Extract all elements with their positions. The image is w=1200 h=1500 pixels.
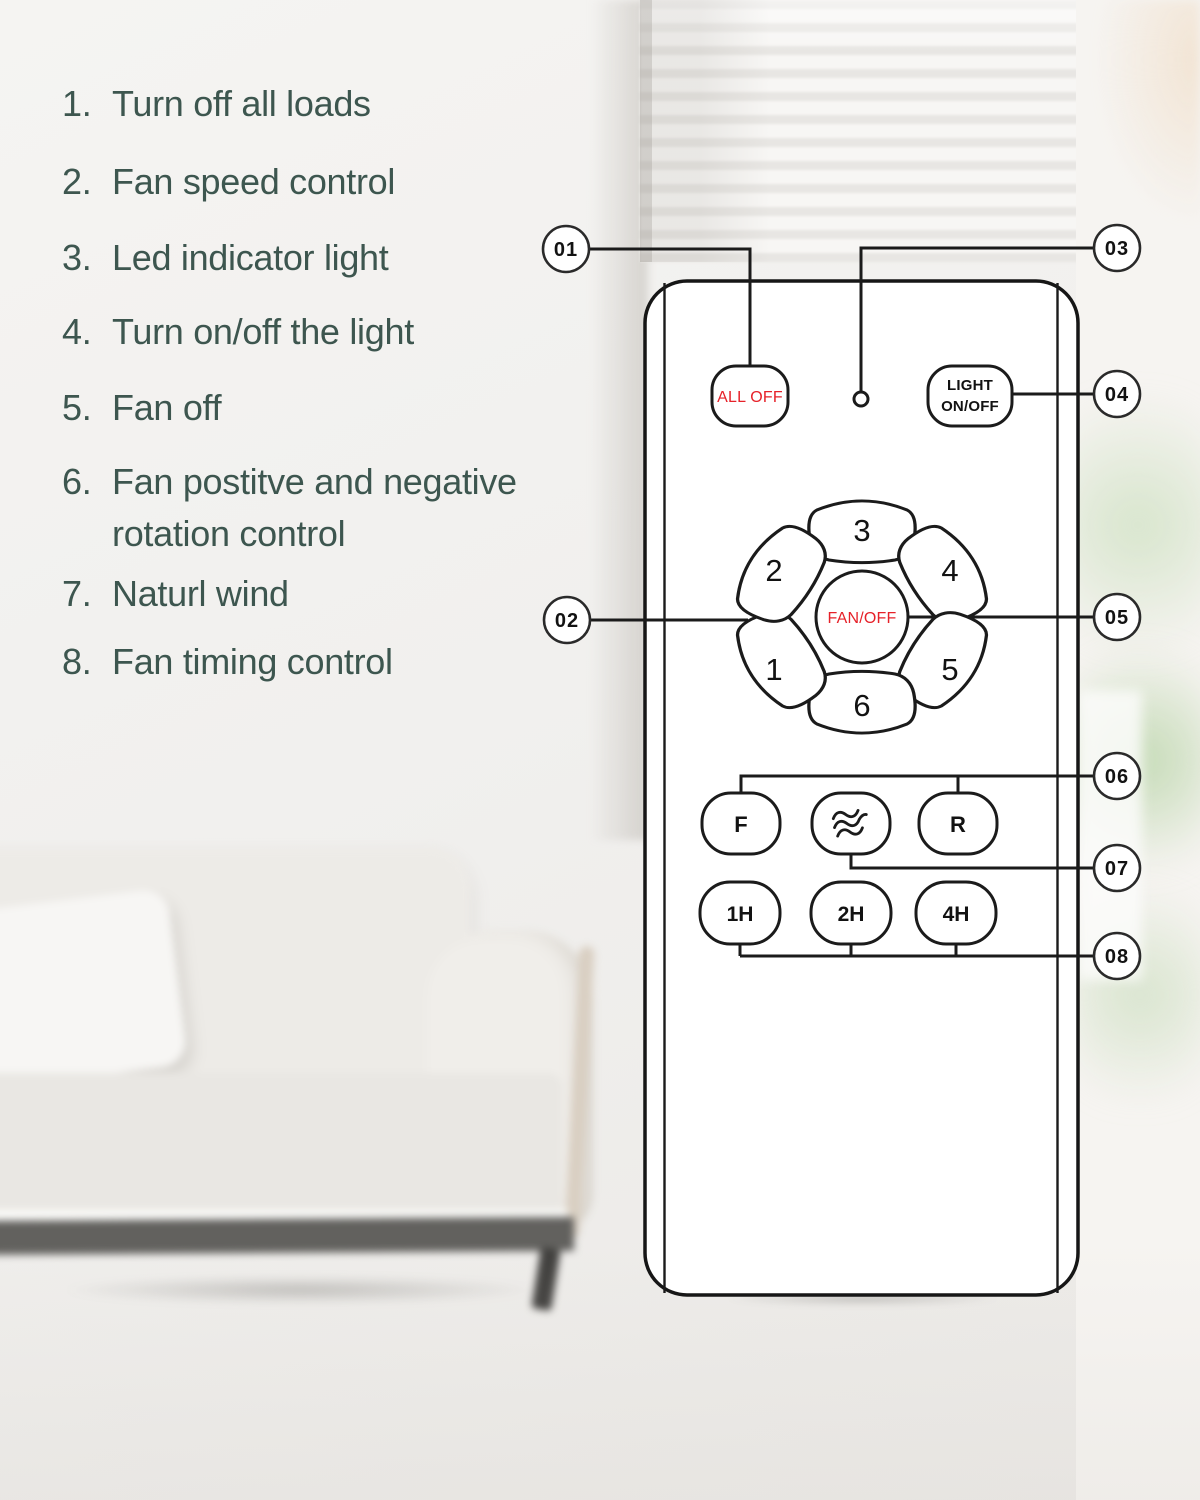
callout-line-03	[859, 246, 1094, 391]
fan-speed-cluster: FAN/OFF	[735, 499, 989, 735]
feature-text: Led indicator light	[112, 237, 389, 278]
callout-badge-01: 01	[541, 224, 591, 274]
fan-forward-button	[700, 791, 782, 856]
feature-number: 1.	[62, 83, 92, 124]
timer-1h-button	[698, 880, 782, 946]
feature-item-5: 5. Fan off	[62, 382, 222, 434]
callout-line-01	[589, 247, 752, 366]
feature-number: 7.	[62, 573, 92, 614]
feature-text: Fan postitve and negative rotation contr…	[112, 461, 517, 555]
feature-number: 2.	[62, 161, 92, 202]
feature-number: 5.	[62, 387, 92, 428]
led-indicator-icon	[852, 390, 870, 408]
callout-badge-05: 05	[1092, 592, 1142, 642]
feature-number: 4.	[62, 311, 92, 352]
light-on-off-label-line2: ON/OFF	[941, 398, 999, 415]
light-on-off-label-line1: LIGHT	[947, 377, 993, 394]
natural-wind-button	[810, 791, 892, 856]
feature-item-4: 4. Turn on/off the light	[62, 306, 414, 358]
speed-label-6: 6	[853, 688, 870, 723]
wave-icon	[831, 809, 868, 838]
all-off-button	[710, 364, 790, 428]
speed-label-3: 3	[853, 513, 870, 548]
sofa-piping	[0, 1210, 568, 1220]
speed-button-6	[807, 669, 917, 735]
callout-badge-04: 04	[1092, 369, 1142, 419]
callout-line-06	[739, 774, 1094, 794]
sofa-shadow	[0, 1270, 630, 1310]
callout-badge-03: 03	[1092, 223, 1142, 273]
sofa-seat-cushion	[0, 1073, 562, 1213]
feature-item-1: 1. Turn off all loads	[62, 78, 371, 130]
feature-text: Turn on/off the light	[112, 311, 414, 352]
timer-4h-label: 4H	[943, 903, 970, 926]
feature-number: 6.	[62, 461, 92, 502]
feature-item-3: 3. Led indicator light	[62, 232, 389, 284]
feature-text: Naturl wind	[112, 573, 289, 614]
callout-number: 06	[1105, 766, 1129, 788]
speed-label-2: 2	[765, 553, 782, 588]
callout-line-07	[849, 853, 1094, 870]
sofa	[0, 818, 680, 1338]
timer-2h-button	[809, 880, 893, 946]
fan-reverse-label: R	[950, 812, 966, 837]
feature-item-6: 6. Fan postitve and negative rotation con…	[62, 456, 517, 560]
callout-number: 05	[1105, 607, 1129, 629]
callout-badge-07: 07	[1092, 843, 1142, 893]
callout-badge-02: 02	[542, 595, 592, 645]
fan-reverse-button	[917, 791, 999, 856]
speed-button-2	[735, 524, 827, 623]
callout-number: 07	[1105, 858, 1129, 880]
callout-number: 02	[555, 610, 579, 632]
window-blinds-shading	[640, 0, 1078, 262]
remote-body	[643, 279, 1080, 1297]
speed-label-4: 4	[941, 553, 958, 588]
speed-label-5: 5	[941, 652, 958, 687]
timer-1h-label: 1H	[727, 903, 754, 926]
feature-text: Fan off	[112, 387, 222, 428]
window-frame	[1078, 690, 1142, 980]
callout-badge-06: 06	[1092, 751, 1142, 801]
callout-number: 01	[554, 239, 578, 261]
callout-number: 03	[1105, 238, 1129, 260]
speed-label-1: 1	[765, 652, 782, 687]
fan-off-label: FAN/OFF	[828, 610, 897, 627]
fan-off-button	[814, 569, 910, 665]
feature-text: Fan speed control	[112, 161, 396, 202]
callout-number: 04	[1105, 384, 1129, 406]
speed-button-1	[735, 611, 827, 710]
feature-text: Turn off all loads	[112, 83, 371, 124]
feature-item-7: 7. Naturl wind	[62, 568, 289, 620]
callout-badge-08: 08	[1092, 931, 1142, 981]
fan-forward-label: F	[734, 812, 747, 837]
callout-line-08	[738, 943, 1094, 958]
feature-text: Fan timing control	[112, 641, 393, 682]
feature-number: 8.	[62, 641, 92, 682]
light-on-off-button	[926, 364, 1014, 428]
callout-number: 08	[1105, 946, 1129, 968]
speed-button-5	[897, 611, 989, 710]
speed-button-4	[897, 524, 989, 623]
feature-item-8: 8. Fan timing control	[62, 636, 393, 688]
feature-number: 3.	[62, 237, 92, 278]
timer-2h-label: 2H	[838, 903, 865, 926]
all-off-label: ALL OFF	[717, 389, 783, 406]
timer-4h-button	[914, 880, 998, 946]
feature-item-2: 2. Fan speed control	[62, 156, 395, 208]
warm-light-corner	[1076, 0, 1200, 330]
wall-corner-shadow	[590, 0, 648, 840]
